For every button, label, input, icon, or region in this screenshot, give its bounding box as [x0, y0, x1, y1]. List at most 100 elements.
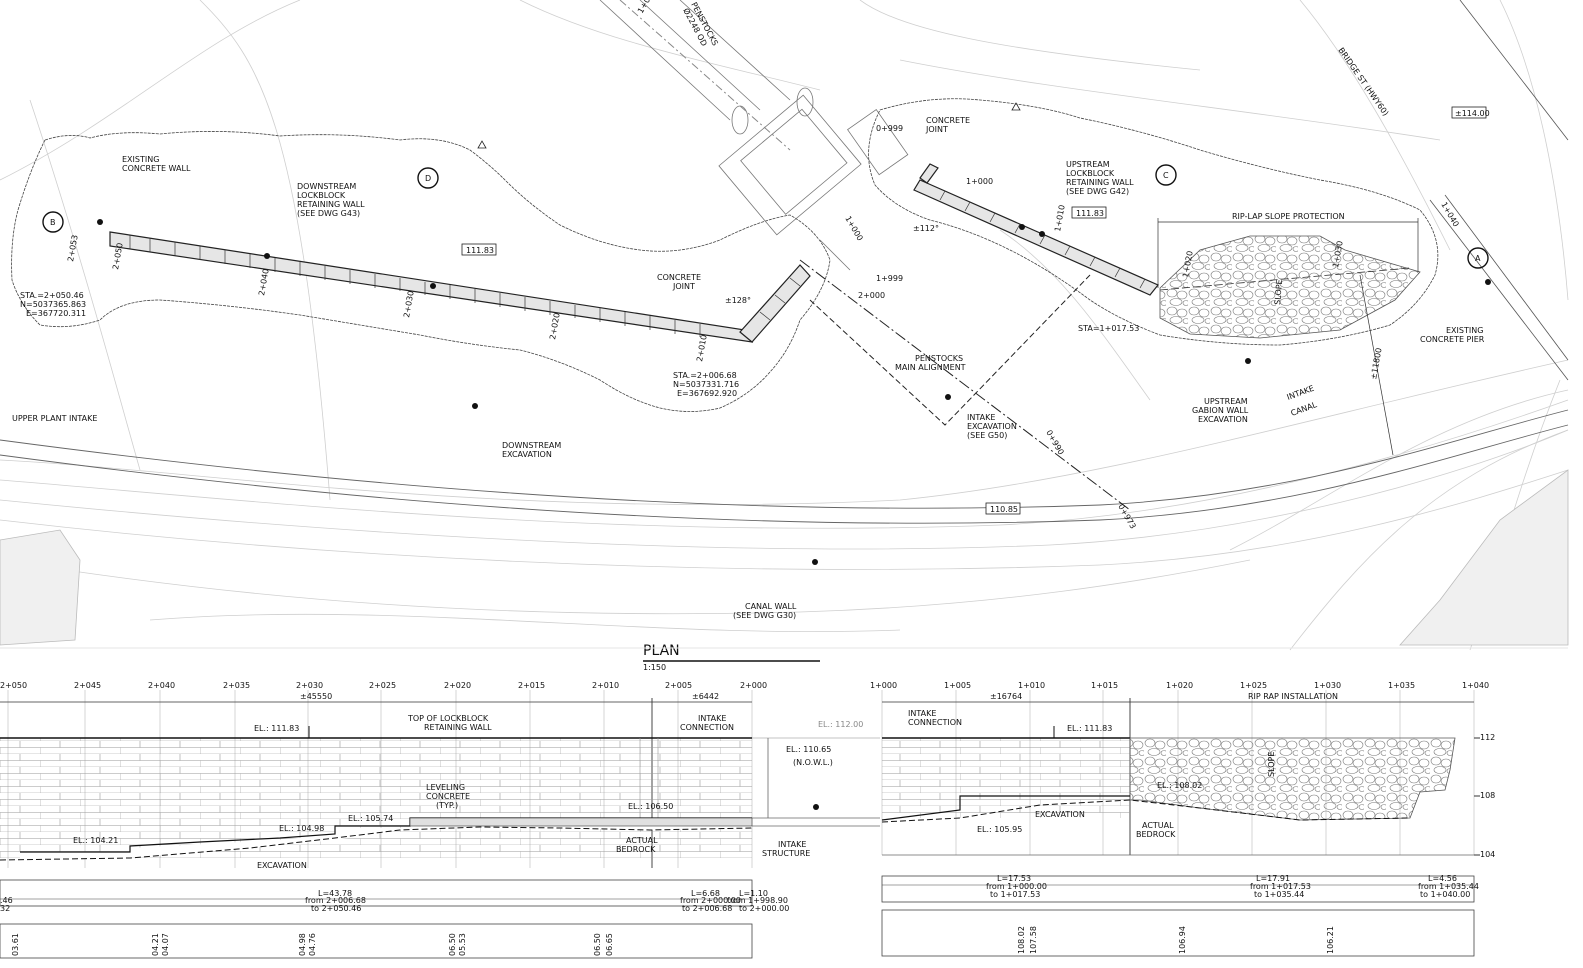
elevation-111-83-left: 111.83 — [466, 246, 494, 255]
svg-text:2+000: 2+000 — [858, 291, 885, 300]
profile-right-stations: 1+000 1+005 1+010 1+015 1+020 1+025 1+03… — [870, 681, 1489, 690]
svg-text:EXCAVATION: EXCAVATION — [1198, 415, 1248, 424]
svg-text:112: 112 — [1480, 733, 1495, 742]
profile-intake: EL.: 112.00 EL.: 110.65 (N.O.W.L.) INTAK… — [752, 720, 880, 858]
penstock-structure — [599, 0, 909, 271]
svg-text:2+015: 2+015 — [518, 681, 545, 690]
elevation-111-83-right: 111.83 — [1076, 209, 1104, 218]
svg-text:LOCKBLOCK: LOCKBLOCK — [297, 191, 346, 200]
svg-text:E=367692.920: E=367692.920 — [677, 389, 737, 398]
svg-text:1+000: 1+000 — [966, 177, 993, 186]
svg-text:EXISTING: EXISTING — [1446, 326, 1483, 335]
svg-text:0+990: 0+990 — [1044, 429, 1065, 457]
svg-text:from 1+017.53: from 1+017.53 — [1250, 882, 1311, 891]
downstream-excavation-boundary — [11, 131, 831, 412]
svg-text:L=1.10: L=1.10 — [739, 889, 768, 898]
svg-text:03.61: 03.61 — [11, 933, 20, 956]
svg-text:UPPER PLANT INTAKE: UPPER PLANT INTAKE — [12, 414, 97, 423]
upstream-lockblock-wall — [913, 163, 1159, 296]
svg-text:2+040: 2+040 — [148, 681, 175, 690]
svg-text:A: A — [1475, 254, 1481, 263]
svg-text:EL.: 108.02: EL.: 108.02 — [1157, 781, 1202, 790]
svg-text:2+010: 2+010 — [695, 334, 709, 362]
bridge-st-edge — [1429, 0, 1569, 381]
rip-lap-dimension — [1157, 218, 1419, 456]
profile-right: 1+000 1+005 1+010 1+015 1+020 1+025 1+03… — [870, 681, 1495, 957]
svg-text:04.76: 04.76 — [308, 933, 317, 956]
svg-text:2+005: 2+005 — [665, 681, 692, 690]
svg-text:04.21: 04.21 — [151, 933, 160, 956]
svg-text:CONCRETE: CONCRETE — [926, 116, 970, 125]
svg-text:2+030: 2+030 — [296, 681, 323, 690]
svg-text:EL.: 105.95: EL.: 105.95 — [977, 825, 1022, 834]
svg-text:L=17.53: L=17.53 — [997, 874, 1031, 883]
svg-text:2+045: 2+045 — [74, 681, 101, 690]
section-marker-a: A — [1467, 247, 1489, 269]
downstream-lockblock-wall — [97, 219, 811, 343]
svg-text:to 1+035.44: to 1+035.44 — [1254, 890, 1304, 899]
svg-text:LOCKBLOCK: LOCKBLOCK — [1066, 169, 1115, 178]
svg-text:1+010: 1+010 — [1018, 681, 1045, 690]
profile-right-axis: 112 108 104 — [1474, 733, 1495, 859]
svg-text:2+053: 2+053 — [66, 234, 80, 262]
profile-left-elevations: EL.: 111.83 EL.: 106.50 EL.: 105.74 EL.:… — [73, 714, 734, 870]
svg-text:2+040: 2+040 — [257, 268, 271, 296]
svg-text:106.21: 106.21 — [1326, 926, 1335, 954]
svg-text:(SEE DWG G43): (SEE DWG G43) — [297, 209, 360, 218]
svg-text:DOWNSTREAM: DOWNSTREAM — [297, 182, 356, 191]
svg-text:EXCAVATION: EXCAVATION — [502, 450, 552, 459]
svg-text:1+030: 1+030 — [1314, 681, 1341, 690]
svg-text:MAIN ALIGNMENT: MAIN ALIGNMENT — [895, 363, 966, 372]
svg-text:CONCRETE WALL: CONCRETE WALL — [122, 164, 191, 173]
svg-text:06.65: 06.65 — [605, 933, 614, 956]
svg-text:SLOPE: SLOPE — [1267, 752, 1276, 777]
svg-text:1+015: 1+015 — [1091, 681, 1118, 690]
svg-text:(SEE DWG G42): (SEE DWG G42) — [1066, 187, 1129, 196]
svg-text:JOINT: JOINT — [672, 282, 695, 291]
riverbank-right — [1399, 469, 1569, 646]
svg-text:1+005: 1+005 — [944, 681, 971, 690]
svg-text:RIP-LAP SLOPE PROTECTION: RIP-LAP SLOPE PROTECTION — [1232, 212, 1345, 221]
svg-text:DOWNSTREAM: DOWNSTREAM — [502, 441, 561, 450]
svg-text:BEDROCK: BEDROCK — [1136, 830, 1176, 839]
svg-text:to 2+000.00: to 2+000.00 — [739, 904, 789, 913]
svg-text:CONNECTION: CONNECTION — [680, 723, 734, 732]
svg-text:CONCRETE: CONCRETE — [426, 792, 470, 801]
svg-text:LEVELING: LEVELING — [426, 783, 465, 792]
svg-text:1+000: 1+000 — [843, 215, 864, 243]
svg-text:1+020: 1+020 — [1166, 681, 1193, 690]
svg-text:2+020: 2+020 — [548, 312, 562, 340]
svg-text:(SEE G50): (SEE G50) — [967, 431, 1007, 440]
svg-text:EL.: 111.83: EL.: 111.83 — [1067, 724, 1112, 733]
svg-text:1+035: 1+035 — [1388, 681, 1415, 690]
plan-view: ±114.00 B D C A 111.83 111.83 110.85 — [0, 0, 1569, 651]
svg-text:EXCAVATION: EXCAVATION — [1035, 810, 1085, 819]
svg-text:107.58: 107.58 — [1029, 926, 1038, 954]
svg-text:UPSTREAM: UPSTREAM — [1066, 160, 1110, 169]
svg-text:±16764: ±16764 — [990, 692, 1022, 701]
svg-text:ACTUAL: ACTUAL — [626, 836, 658, 845]
section-marker-d: D — [417, 167, 439, 189]
svg-text:0+973: 0+973 — [1116, 503, 1137, 531]
svg-text:EL.: 104.21: EL.: 104.21 — [73, 836, 118, 845]
svg-text:to 2+006.68: to 2+006.68 — [682, 904, 732, 913]
svg-text:L=6.68: L=6.68 — [691, 889, 720, 898]
svg-text:EL.: 105.74: EL.: 105.74 — [348, 814, 393, 823]
svg-text:±112°: ±112° — [913, 224, 939, 233]
profile-left: 2+050 2+045 2+040 2+035 2+030 2+025 2+02… — [0, 681, 789, 959]
svg-text:TOP OF LOCKBLOCK: TOP OF LOCKBLOCK — [407, 714, 489, 723]
svg-text:32: 32 — [0, 904, 10, 913]
svg-text:104: 104 — [1480, 850, 1495, 859]
svg-text:1+040: 1+040 — [1462, 681, 1489, 690]
svg-text:CONNECTION: CONNECTION — [908, 718, 962, 727]
svg-text:STRUCTURE: STRUCTURE — [762, 849, 810, 858]
svg-text:05.53: 05.53 — [458, 933, 467, 956]
upstream-excavation-boundary — [868, 98, 1439, 346]
svg-text:108.02: 108.02 — [1017, 926, 1026, 954]
dim-total-left: ±45550 — [300, 692, 332, 701]
svg-text:RIP RAP INSTALLATION: RIP RAP INSTALLATION — [1248, 692, 1338, 701]
canal-wall-lines — [0, 409, 1569, 524]
svg-text:EL.: 110.65: EL.: 110.65 — [786, 745, 831, 754]
svg-text:106.94: 106.94 — [1178, 926, 1187, 954]
profile-left-stations: 2+050 2+045 2+040 2+035 2+030 2+025 2+02… — [0, 681, 767, 690]
